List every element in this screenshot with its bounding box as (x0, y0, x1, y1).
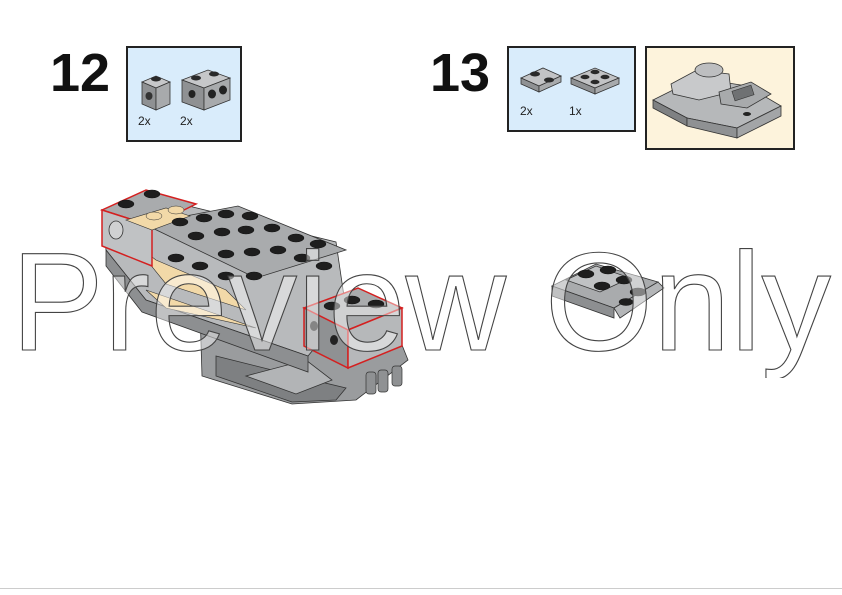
step-13-part-2-qty: 1x (569, 104, 582, 118)
brick-1x2-with-holes-icon (180, 69, 232, 111)
plate-2x2-icon (569, 67, 621, 95)
step-13-subassembly-box (645, 46, 795, 150)
step-13-parts-box: 2x 1x (507, 46, 636, 132)
step-13-part-1-qty: 2x (520, 104, 533, 118)
step-12-model (99, 189, 409, 405)
step-12-part-1-qty: 2x (138, 114, 151, 128)
step-12-number: 12 (50, 43, 111, 103)
brick-1x1-with-hole-icon (140, 75, 172, 111)
step-13-model (550, 263, 665, 319)
page-bottom-rule (0, 588, 842, 589)
plate-1x2-offset-icon (520, 67, 562, 93)
step-12-part-2-qty: 2x (180, 114, 193, 128)
subassembly-preview-icon (652, 62, 782, 139)
step-12-parts-box: 2x 2x (126, 46, 242, 142)
step-13-number: 13 (430, 43, 491, 103)
